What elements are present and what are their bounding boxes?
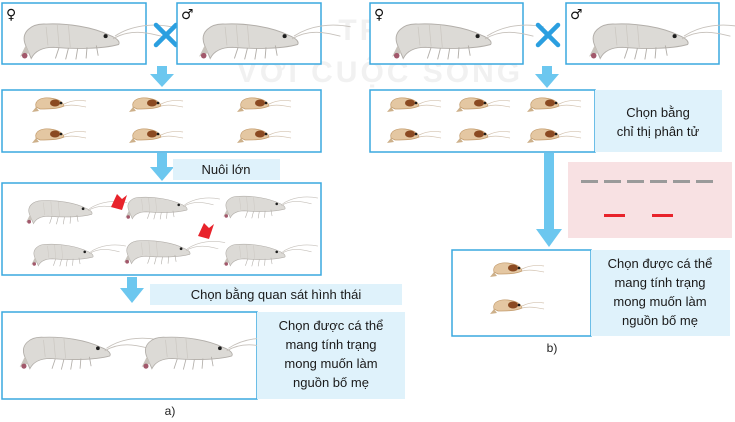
molecular-marker-line: chỉ thị phân tử (617, 124, 700, 139)
select-step-label: Chọn bằng quan sát hình thái (191, 287, 362, 302)
result-b-line: nguồn bố mẹ (622, 313, 698, 328)
molecular-marker-label-bg (595, 90, 722, 152)
result-a-line: mong muốn làm (284, 356, 377, 371)
panel-b: ♀ ♂ Chọn bằng chỉ thị phân tử (369, 2, 735, 355)
red-marker-arrow-icon (111, 194, 127, 210)
panel-a: ♀ ♂ Nuôi lớn (1, 2, 405, 418)
arrow-down-icon (150, 153, 174, 181)
result-b-line: mong muốn làm (613, 294, 706, 309)
result-a-line: mang tính trạng (285, 337, 376, 352)
caption-a: a) (165, 404, 176, 418)
selected-shrimp-box (451, 249, 592, 337)
caption-b: b) (547, 341, 558, 355)
select-step-label-bg (150, 284, 402, 305)
grow-step-label-bg (173, 159, 280, 180)
arrow-down-icon (150, 66, 174, 87)
result-a-line: nguồn bố mẹ (293, 375, 369, 390)
result-a-line: Chọn được cá thể (279, 318, 384, 333)
arrow-down-icon (536, 153, 562, 247)
female-symbol: ♀ (374, 7, 384, 23)
result-b-line: mang tính trạng (614, 275, 705, 290)
arrow-down-icon (535, 66, 559, 88)
male-symbol: ♂ (181, 7, 194, 23)
result-b-line: Chọn được cá thể (608, 256, 713, 271)
result-a-label-bg (257, 312, 405, 399)
result-b-label-bg (591, 250, 730, 336)
molecular-marker-line: Chọn bằng (626, 105, 690, 120)
cross-icon (535, 22, 561, 48)
gel-electrophoresis-panel (568, 162, 732, 238)
male-symbol: ♂ (570, 7, 583, 23)
red-marker-arrow-icon (198, 223, 214, 239)
female-symbol: ♀ (6, 7, 16, 23)
grow-step-label: Nuôi lớn (202, 162, 251, 177)
cross-icon (153, 22, 179, 48)
arrow-down-icon (120, 277, 144, 303)
